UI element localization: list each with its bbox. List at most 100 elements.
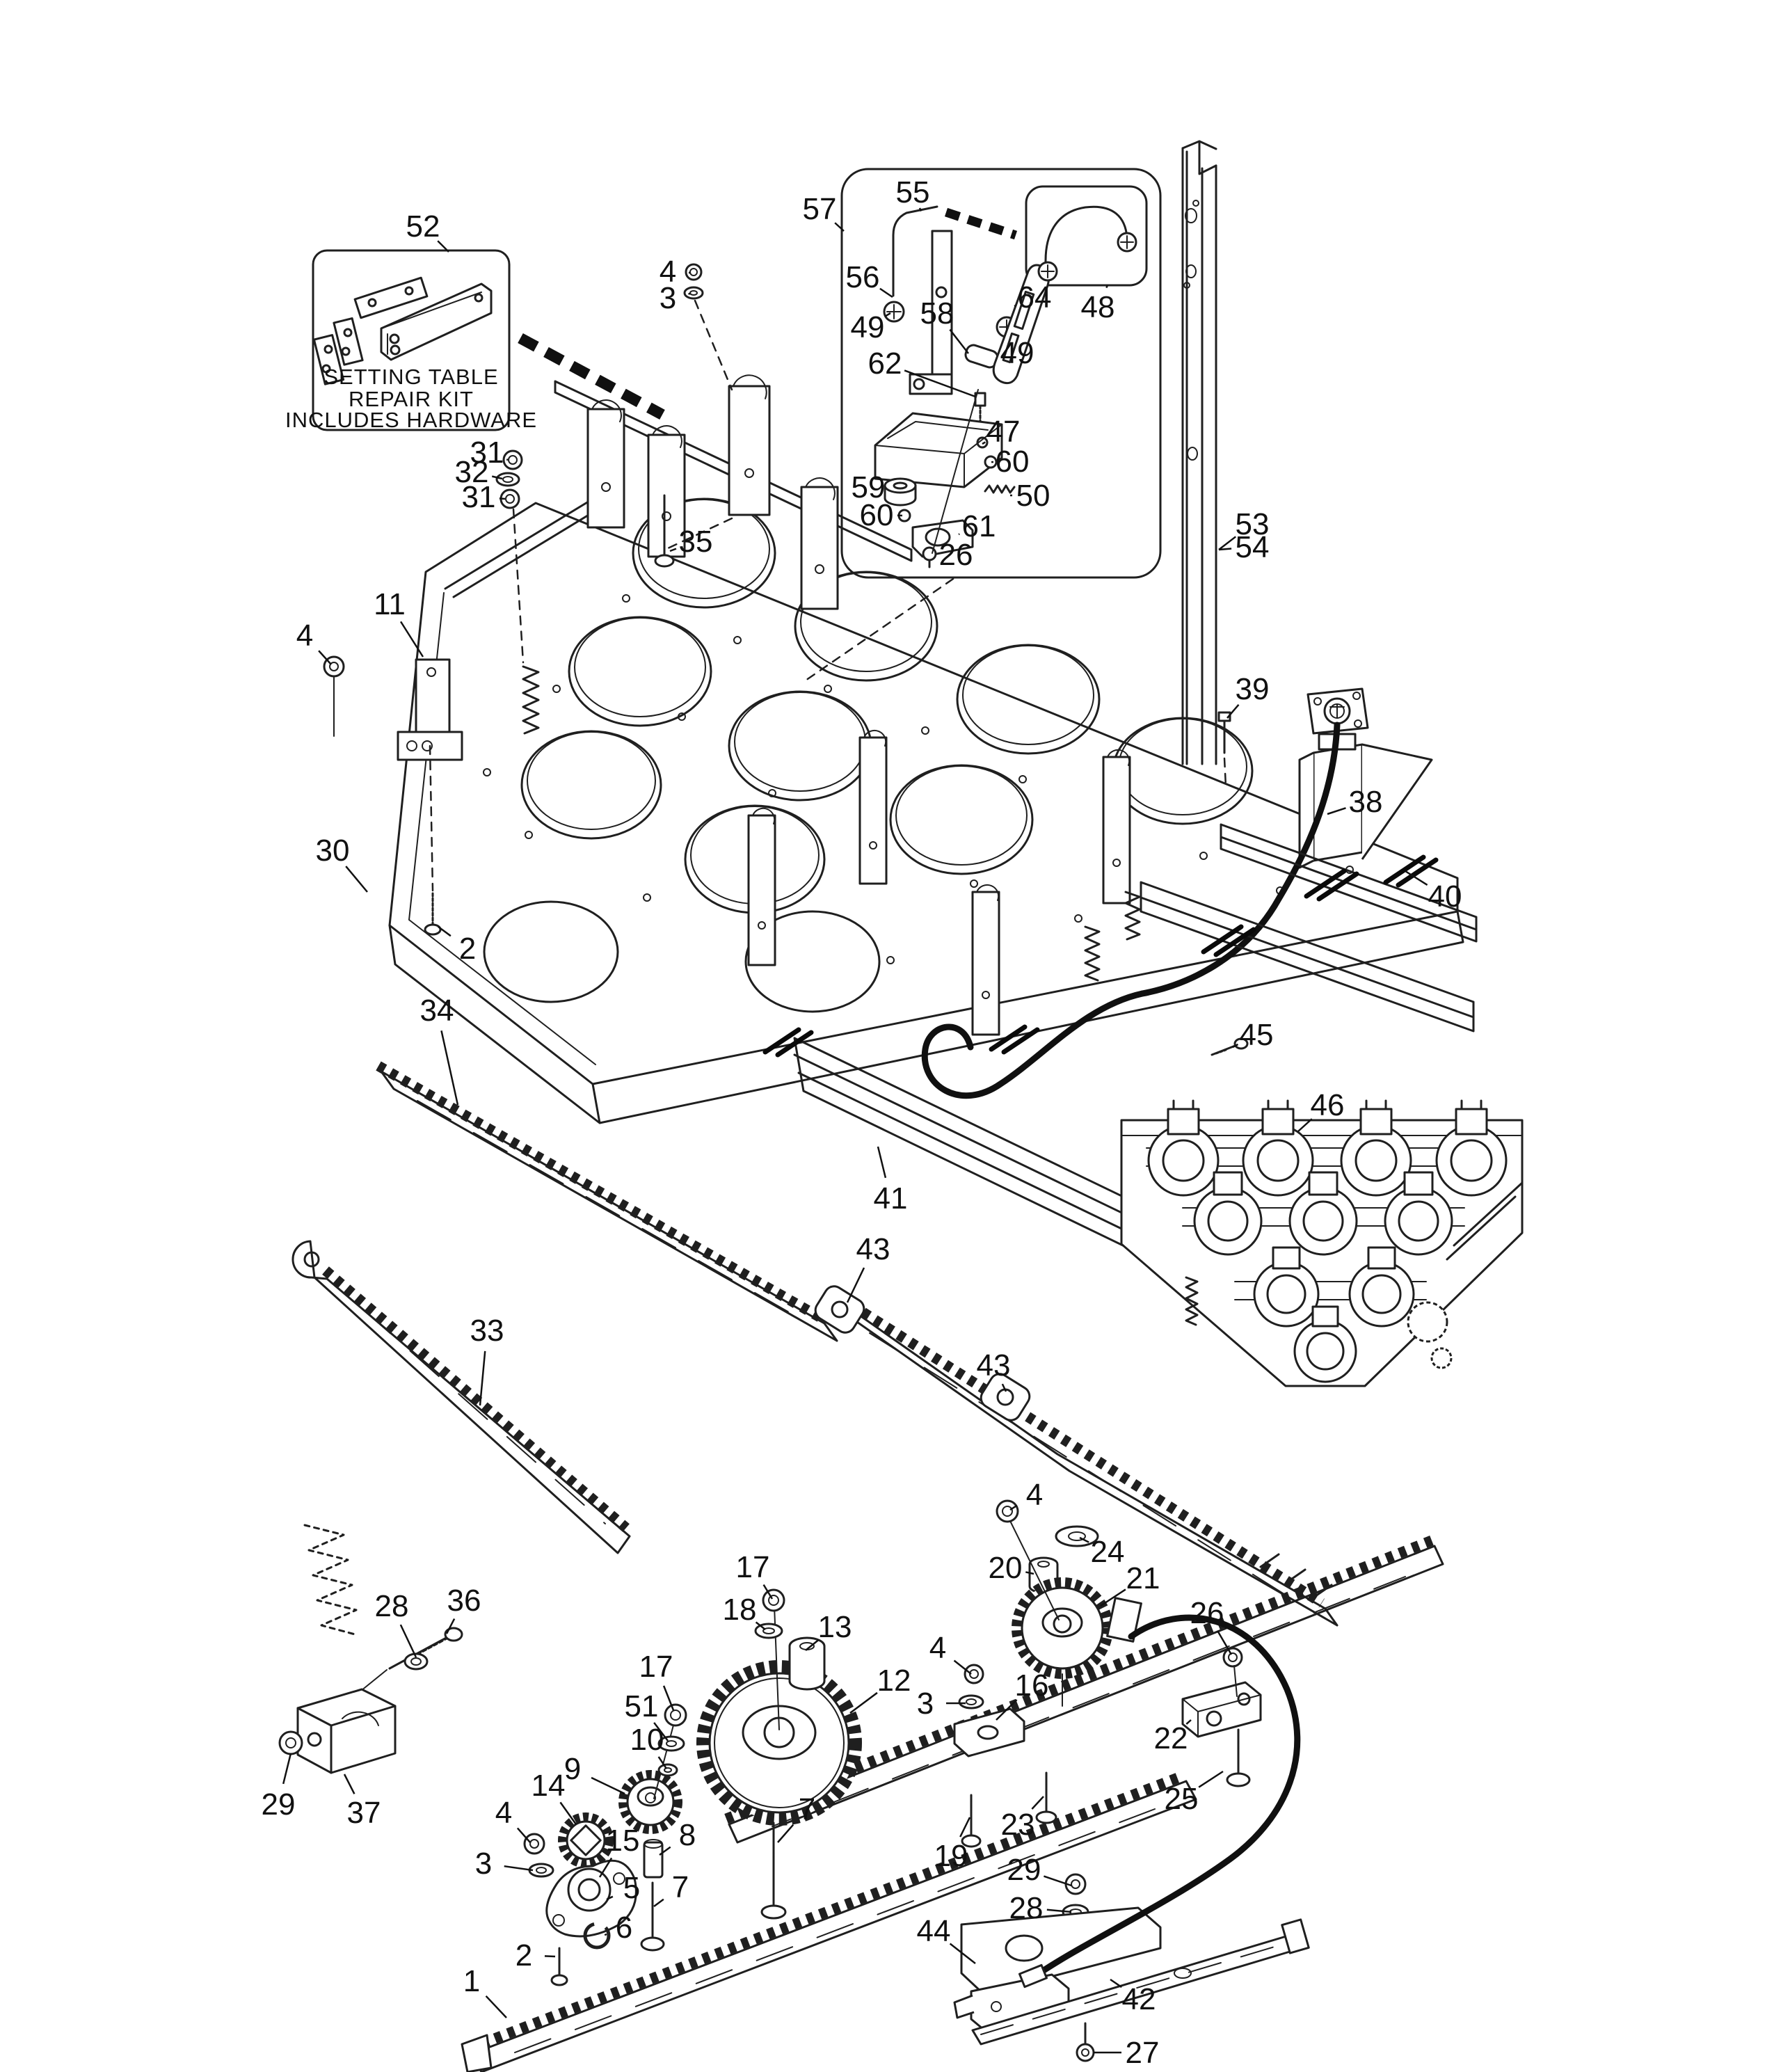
- callout-label-62: 62: [868, 346, 902, 381]
- washer-51: [657, 1735, 685, 1752]
- star-washer-49a: [883, 301, 905, 323]
- callout-label-3: 3: [917, 1687, 934, 1721]
- callout-label-31: 31: [470, 436, 504, 470]
- rear-frame-rail: [444, 374, 913, 610]
- callout-label-28: 28: [375, 1589, 409, 1623]
- callout-leader-7: [653, 1898, 664, 1908]
- callout-leader-54: [1218, 548, 1232, 551]
- callout-leader-37: [343, 1774, 355, 1794]
- callout-label-25: 25: [1165, 1782, 1199, 1816]
- callout-leader-39: [1226, 703, 1240, 719]
- callout-leader-24: [1079, 1536, 1089, 1543]
- callout-leader-22: [1185, 1719, 1192, 1725]
- break-marks: [762, 854, 1439, 1058]
- callout-label-46: 46: [1311, 1088, 1345, 1122]
- inset-dashed-arrow: [944, 207, 1018, 240]
- callout-label-34: 34: [420, 994, 454, 1028]
- washer-3-bl: [528, 1863, 554, 1878]
- callout-label-35: 35: [679, 525, 713, 559]
- spacer-13: [788, 1636, 826, 1691]
- callout-label-54: 54: [1236, 530, 1270, 564]
- callout-label-17: 17: [639, 1650, 673, 1684]
- callout-label-61: 61: [962, 509, 996, 543]
- pin-deck-assembly: [1120, 1099, 1524, 1387]
- callout-leader-62: [904, 369, 976, 398]
- callout-label-64: 64: [1018, 280, 1052, 314]
- callout-label-2: 2: [516, 1938, 532, 1973]
- nut-17-left: [664, 1703, 687, 1727]
- callout-leader-51: [653, 1722, 669, 1742]
- callout-label-7: 7: [672, 1870, 689, 1904]
- callout-label-4: 4: [1026, 1478, 1043, 1512]
- bolt-27: [1076, 2022, 1095, 2062]
- callout-leader-44: [949, 1943, 976, 1964]
- callout-label-17: 17: [736, 1550, 770, 1584]
- bracket-11: [323, 655, 463, 761]
- callout-label-41: 41: [874, 1181, 908, 1216]
- beam-41: [793, 1037, 1165, 1266]
- hanger-bracket: [586, 399, 625, 529]
- spring: [522, 665, 540, 735]
- callout-label-44: 44: [917, 1914, 951, 1948]
- screw-2-bottom: [550, 1947, 568, 1986]
- gear-9: [618, 1719, 682, 1834]
- callout-leader-31: [499, 497, 506, 500]
- callout-label-19: 19: [934, 1839, 968, 1873]
- callout-leader-28: [1046, 1908, 1072, 1913]
- callout-label-55: 55: [896, 175, 930, 209]
- bolt-25: [1226, 1728, 1251, 1787]
- part-47-box: [874, 412, 1003, 488]
- callout-label-60: 60: [860, 498, 894, 532]
- callout-leader-28: [399, 1624, 417, 1658]
- callout-label-13: 13: [818, 1610, 852, 1644]
- callout-label-45: 45: [1240, 1018, 1274, 1052]
- callout-leader-18: [755, 1621, 766, 1630]
- callout-label-29: 29: [262, 1787, 296, 1822]
- callout-label-30: 30: [316, 834, 350, 868]
- gear-21: [1009, 1520, 1113, 1707]
- callout-label-42: 42: [1122, 1982, 1156, 2016]
- terminal-block: [1298, 733, 1433, 869]
- callout-label-1: 1: [463, 1964, 480, 1998]
- callout-leader-43: [1001, 1383, 1007, 1392]
- screw-39: [1217, 711, 1231, 788]
- kit-dashed-arrow: [518, 333, 665, 420]
- callout-leader-48: [1105, 285, 1109, 289]
- rack-1: [461, 1770, 1197, 2072]
- callout-label-50: 50: [1016, 479, 1050, 513]
- part-50-spring: [984, 484, 1016, 494]
- callout-label-52: 52: [406, 209, 440, 244]
- callout-leader-20: [1025, 1571, 1034, 1575]
- inset-detail-box: [840, 168, 1162, 579]
- callout-label-51: 51: [625, 1689, 659, 1723]
- callout-label-4: 4: [660, 255, 676, 289]
- washer-28a: [403, 1652, 429, 1671]
- nut-4-bl: [523, 1833, 545, 1855]
- springs-right: [1084, 891, 1141, 982]
- callout-leader-3: [504, 1865, 534, 1872]
- screw-23: [1035, 1771, 1057, 1824]
- callout-label-15: 15: [606, 1824, 640, 1858]
- callout-label-40: 40: [1428, 879, 1462, 914]
- screw-2-table: [424, 744, 442, 936]
- callout-leader-32: [491, 475, 503, 480]
- callout-leader-42: [1110, 1978, 1122, 1989]
- callout-label-33: 33: [470, 1314, 504, 1348]
- callout-leader-46: [1297, 1118, 1313, 1132]
- callout-leader-43: [846, 1267, 865, 1303]
- callout-label-49: 49: [1000, 336, 1034, 370]
- callout-leader-8: [659, 1846, 671, 1856]
- callout-leader-9: [591, 1776, 625, 1795]
- nut-17-top: [762, 1588, 785, 1612]
- callout-leader-26: [1217, 1630, 1233, 1655]
- callout-label-4: 4: [495, 1796, 512, 1830]
- repair-kit-box: SETTING TABLE REPAIR KIT INCLUDES HARDWA…: [285, 249, 665, 432]
- hanger-bracket: [647, 425, 686, 558]
- gear-train: [278, 1499, 1310, 2062]
- ring-60a: [984, 455, 998, 469]
- callout-leader-38: [1327, 807, 1346, 815]
- callout-leader-33: [479, 1350, 486, 1406]
- cable-38-tail: [921, 990, 1146, 1099]
